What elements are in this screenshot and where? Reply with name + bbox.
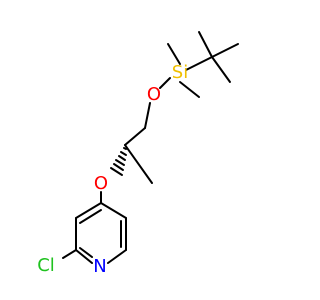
hashed-wedge-bond [110,147,127,176]
bond-tbutyl-to-si [185,56,213,71]
structure-drawing: O Si O Cl N [37,31,239,277]
bond-si-methyl-down [179,81,200,98]
oxygen-top-label: O [147,84,161,105]
bond-ring-to-chlorine [62,249,77,259]
bond-tbutyl-methyl-top-right [211,43,239,58]
bond-ring-c3-c4 [75,202,102,219]
bond-tbutyl-methyl-right [211,56,231,83]
bond-ring-c6-n [107,249,127,264]
bond-ring-n-c2-inner [79,247,93,258]
bond-si-to-oxygen [159,77,171,89]
nitrogen-label: N [93,256,106,277]
bond-stereocenter-methyl [124,144,153,184]
chlorine-label: Cl [37,255,55,276]
bond-si-methyl-up [167,43,181,65]
bond-group [62,31,239,264]
bond-tbutyl-methyl-top-left [198,31,213,58]
bond-ring-c3-c4-inner [79,209,102,224]
bond-oxygen-to-ch2 [144,102,151,129]
bond-ch2-to-ch2 [124,127,146,146]
bond-ring-n-c2 [75,249,93,264]
silicon-label: Si [172,62,188,83]
molecule-canvas: O Si O Cl N [37,31,239,277]
ether-oxygen-label: O [94,173,108,194]
bond-ring-c4-c5 [100,202,127,219]
